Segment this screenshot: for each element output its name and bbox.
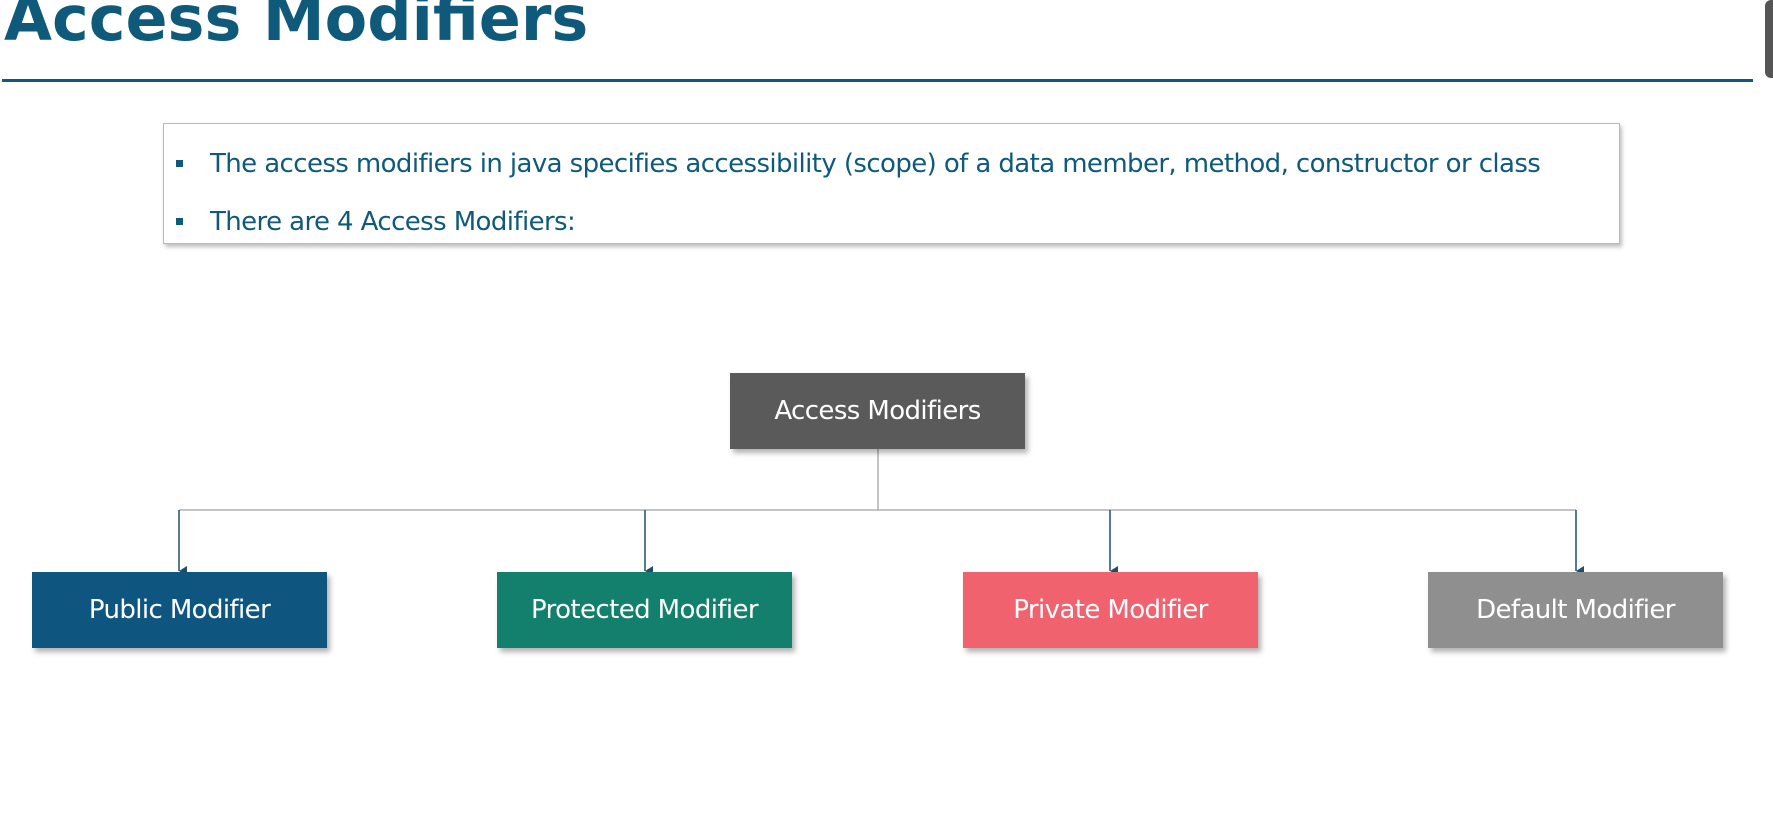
node-label: Access Modifiers	[774, 396, 981, 426]
bullet-text: There are 4 Access Modifiers:	[210, 207, 576, 237]
bullet-marker	[176, 160, 183, 167]
slide-title: Access Modifiers	[4, 0, 589, 55]
node-access-modifiers: Access Modifiers	[730, 373, 1025, 449]
node-private-modifier: Private Modifier	[963, 572, 1258, 648]
node-label: Protected Modifier	[530, 595, 759, 625]
node-public-modifier: Public Modifier	[32, 572, 327, 648]
bullet-text: The access modifiers in java specifies a…	[210, 149, 1541, 179]
node-protected-modifier: Protected Modifier	[497, 572, 792, 648]
node-label: Private Modifier	[1013, 595, 1208, 625]
bullet-marker	[176, 218, 183, 225]
node-label: Public Modifier	[88, 595, 271, 625]
node-default-modifier: Default Modifier	[1428, 572, 1723, 648]
node-label: Default Modifier	[1476, 595, 1675, 625]
title-underline	[2, 79, 1753, 82]
bullet-list-box: The access modifiers in java specifies a…	[163, 123, 1620, 244]
window-edge-tab	[1765, 0, 1773, 78]
